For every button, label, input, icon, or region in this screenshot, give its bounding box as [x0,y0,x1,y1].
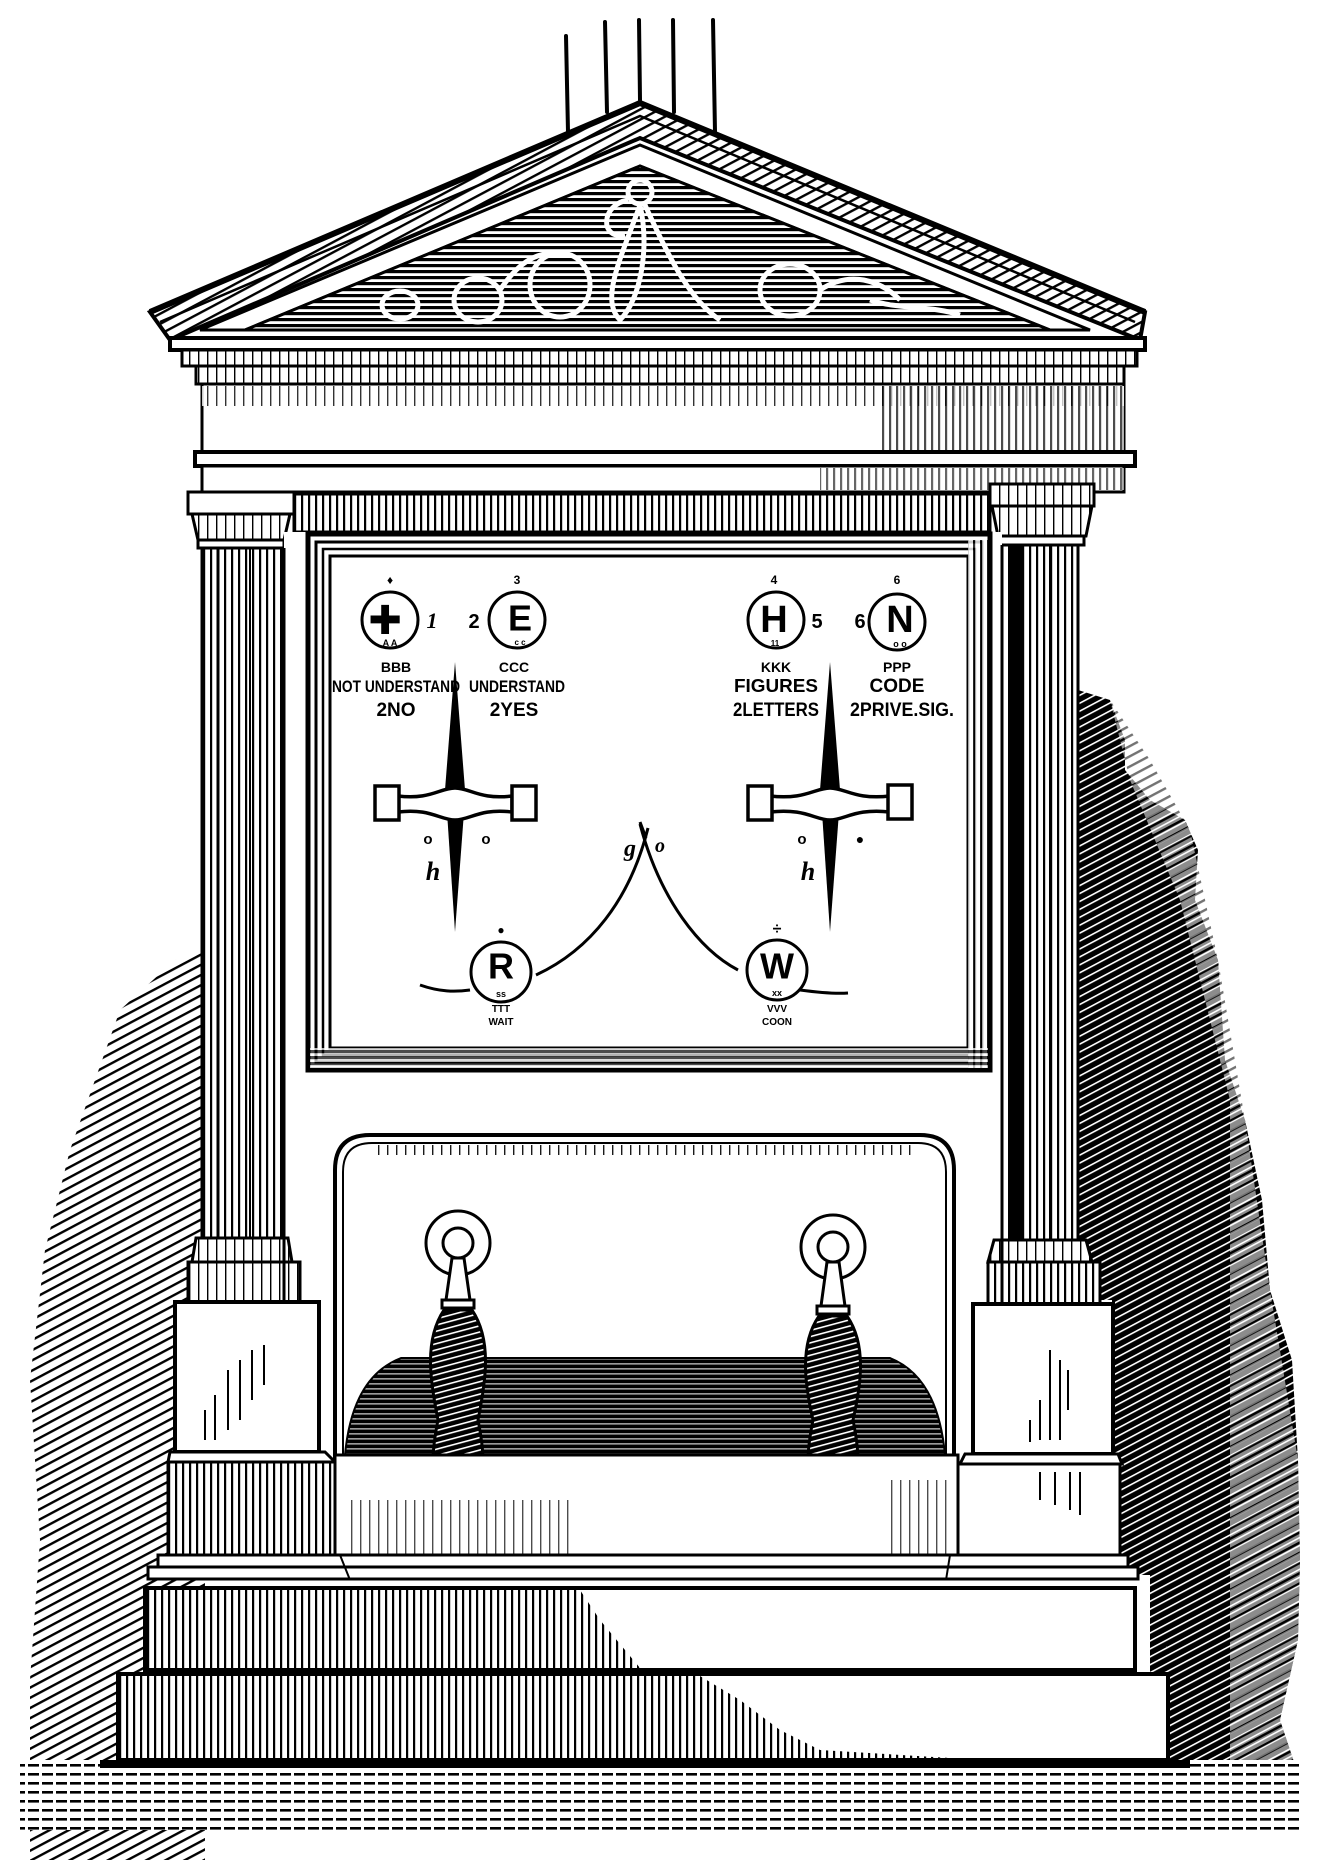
left-needle: o o h [373,662,538,932]
tympanum-ornament [379,177,961,325]
letter-R: R [488,946,514,987]
side-mark: 2 [468,611,479,633]
meaning-line-1: CODE [870,676,925,697]
top-mark: 6 [894,573,901,587]
needle-mark: o [423,831,432,848]
code-label: BBB [381,659,411,675]
dial-symbol-cross: ♦ ✚ A A 1 BBB NOT UNDERSTAND 2NO [332,573,460,721]
bottom-mark: o o [893,639,907,649]
code-label: KKK [761,659,791,675]
top-mark: 3 [514,573,521,587]
right-background-shadow [1078,690,1300,1830]
upper-step [143,1586,1137,1672]
needle-mark: ● [856,831,864,847]
letter-W: W [760,946,794,987]
meaning-line-2: 2YES [490,700,539,721]
meaning-word: WAIT [489,1017,514,1028]
left-column [186,490,302,1304]
left-pedestal [166,1300,339,1559]
entablature [168,336,1147,494]
right-pedestal [956,1302,1125,1564]
dial-symbol-W: ÷ W xx VVV COON [745,921,809,1028]
pediment [146,99,1148,343]
right-column [986,482,1102,1306]
bottom-mark: xx [772,988,782,998]
needle-mark: o [481,831,490,848]
top-mark: ♦ [387,573,393,587]
needle-mark: o [797,831,806,848]
dial-symbol-R: ● R ss TTT WAIT [469,923,533,1028]
meaning-line-2: 2LETTERS [733,700,819,721]
code-label: VVV [767,1004,787,1015]
ground-hatching [20,1760,1300,1830]
top-mark: ● [497,923,504,937]
telegraph-wires [564,18,717,134]
dial-symbol-E: 3 E c c 2 CCC UNDERSTAND 2YES [468,573,565,721]
side-mark: 5 [811,611,822,633]
needle-letter: h [801,857,815,886]
dial-symbol-N: 6 N o o 6 PPP CODE 2PRIVE.SIG. [850,573,954,721]
meaning-line-2: 2PRIVE.SIG. [850,700,954,721]
meaning-line-2: 2NO [376,700,415,721]
bottom-mark: 11 [771,639,780,648]
dial-face: ♦ ✚ A A 1 BBB NOT UNDERSTAND 2NO 3 E c c… [332,573,954,1028]
letter-N: N [886,599,913,641]
connecting-curves [419,821,849,995]
code-label: TTT [492,1004,510,1015]
code-label: CCC [499,659,529,675]
drum-shelf [343,1357,947,1456]
dial-symbol-H: 4 H 11 5 KKK FIGURES 2LETTERS [733,573,823,721]
side-mark: 6 [854,611,865,633]
top-mark: ÷ [773,921,782,938]
right-needle: o ● h [746,662,914,932]
meaning-word: COON [762,1017,792,1028]
cabinet-base [146,1453,1140,1581]
code-label: PPP [883,659,911,675]
needle-letter: h [426,857,440,886]
bottom-mark: c c [514,638,526,647]
meaning-line-1: UNDERSTAND [469,677,565,696]
center-mark-left: g [623,836,636,862]
upper-frieze [292,492,992,534]
meaning-line-1: FIGURES [734,676,818,696]
side-mark: 1 [427,608,438,633]
meaning-line-1: NOT UNDERSTAND [332,677,460,696]
handle-alcove [333,1133,956,1460]
letter-H: H [760,599,787,641]
center-mark-right: o [655,835,665,857]
bottom-mark: A A [383,638,398,648]
lower-step [116,1672,1170,1762]
bottom-mark: ss [496,989,506,999]
cross-icon: ✚ [368,599,402,643]
letter-E: E [508,598,532,639]
tympanum [244,164,1051,332]
top-mark: 4 [771,573,778,587]
